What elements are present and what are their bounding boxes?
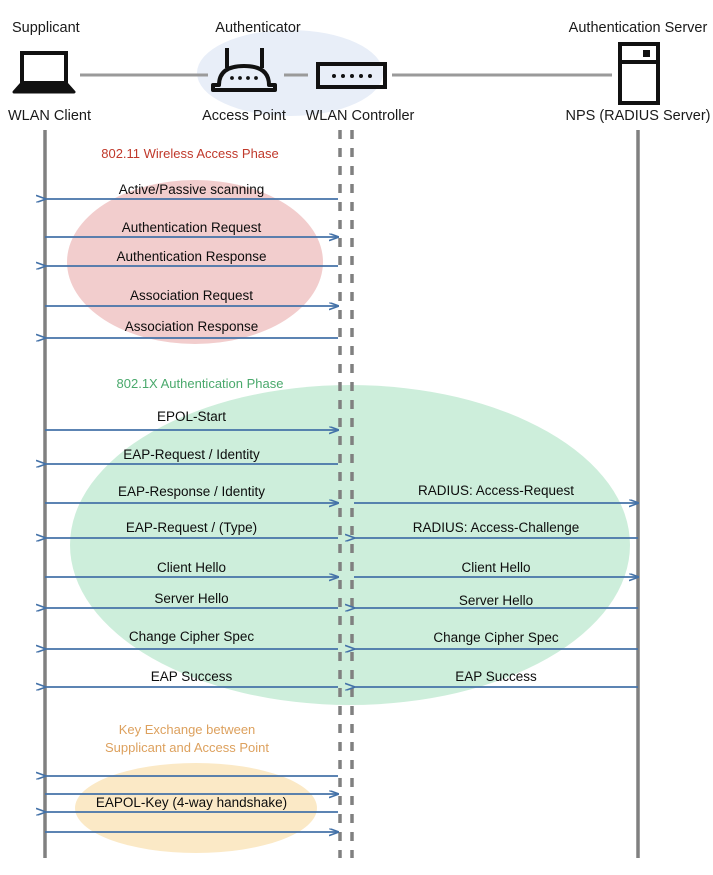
actor-device-nps: NPS (RADIUS Server): [565, 108, 711, 124]
message-arrow-layer: [45, 199, 638, 832]
actor-device-access-point: Access Point: [202, 108, 286, 124]
message-label: Change Cipher Spec: [128, 629, 255, 644]
wireless-access-point-icon: [211, 48, 277, 92]
message-label: Client Hello: [461, 560, 531, 575]
phase-label-key-exchange-line2: Supplicant and Access Point: [104, 740, 270, 755]
actor-device-wlan-client: WLAN Client: [8, 108, 91, 124]
message-label: Association Request: [129, 288, 254, 303]
authenticator-group-highlight: [197, 30, 383, 116]
message-label: EAP Success: [150, 669, 233, 684]
message-label: RADIUS: Access-Challenge: [412, 520, 580, 535]
message-label: Change Cipher Spec: [433, 630, 559, 645]
actor-role-supplicant: Supplicant: [12, 20, 80, 36]
phase-label-8021x: 802.1X Authentication Phase: [116, 376, 284, 391]
phase-label-key-exchange-line1: Key Exchange between: [118, 722, 256, 737]
laptop-icon: [12, 51, 76, 94]
message-label: Active/Passive scanning: [118, 182, 265, 197]
network-switch-icon: [316, 62, 387, 89]
server-tower-icon: [618, 42, 660, 105]
message-label: EAP-Request / (Type): [125, 520, 258, 535]
message-label: Client Hello: [156, 560, 227, 575]
phase-ellipses: [67, 180, 630, 853]
message-label: EAP Success: [455, 669, 537, 684]
phase-key-exchange-ellipse: [75, 763, 317, 853]
message-label: Server Hello: [458, 593, 534, 608]
actor-role-auth-server: Authentication Server: [568, 20, 708, 36]
message-label: EAP-Request / Identity: [123, 447, 260, 462]
message-label: EPOL-Start: [156, 409, 227, 424]
actor-role-authenticator: Authenticator: [215, 20, 301, 36]
message-label: Authentication Request: [121, 220, 262, 235]
message-label: Server Hello: [154, 591, 229, 606]
message-label: EAP-Response / Identity: [117, 484, 266, 499]
message-label: EAPOL-Key (4-way handshake): [95, 795, 288, 810]
actor-device-wlan-controller: WLAN Controller: [305, 108, 415, 124]
phase-80211-ellipse: [67, 180, 323, 344]
message-label: RADIUS: Access-Request: [417, 483, 575, 498]
message-label: Authentication Response: [116, 249, 267, 264]
message-label: Association Response: [124, 319, 259, 334]
phase-label-80211: 802.11 Wireless Access Phase: [101, 146, 279, 161]
phase-8021x-ellipse: [70, 385, 630, 705]
